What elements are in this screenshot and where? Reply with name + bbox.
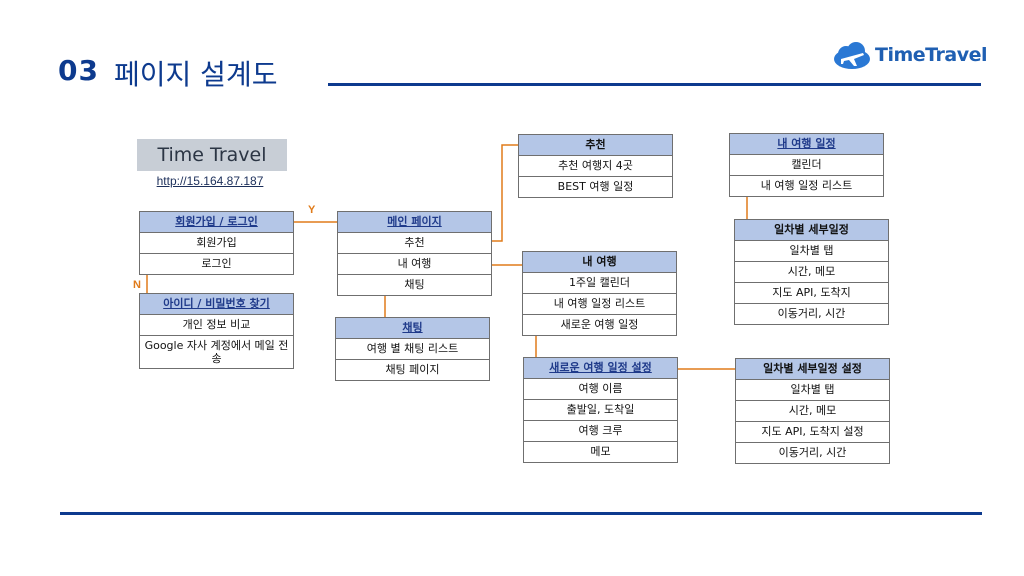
no-label: N [133, 279, 141, 291]
site-name-box: Time Travel [137, 139, 287, 171]
new-trip-setting-box: 새로운 여행 일정 설정 여행 이름 출발일, 도착일 여행 크루 메모 [523, 357, 678, 463]
new-trip-setting-box-header[interactable]: 새로운 여행 일정 설정 [524, 358, 677, 379]
my-trip-box-row: 내 여행 일정 리스트 [523, 294, 676, 315]
daily-setting-box-header[interactable]: 일차별 세부일정 설정 [736, 359, 889, 380]
main-page-box: 메인 페이지 추천 내 여행 채팅 [337, 211, 492, 296]
find-id-box-row: 개인 정보 비교 [140, 315, 293, 336]
new-trip-setting-box-row: 여행 이름 [524, 379, 677, 400]
daily-setting-box-row: 일차별 탭 [736, 380, 889, 401]
find-id-box-header[interactable]: 아이디 / 비밀번호 찾기 [140, 294, 293, 315]
login-box-row: 회원가입 [140, 233, 293, 254]
daily-detail-box-header[interactable]: 일차별 세부일정 [735, 220, 888, 241]
my-schedule-box-header[interactable]: 내 여행 일정 [730, 134, 883, 155]
main-page-box-row: 추천 [338, 233, 491, 254]
login-box-header[interactable]: 회원가입 / 로그인 [140, 212, 293, 233]
find-id-box: 아이디 / 비밀번호 찾기 개인 정보 비교 Google 자사 계정에서 메일… [139, 293, 294, 369]
my-trip-box-row: 새로운 여행 일정 [560, 318, 639, 331]
daily-setting-box-row: 이동거리, 시간 [778, 446, 847, 459]
site-url-link[interactable]: http://15.164.87.187 [156, 174, 264, 188]
chat-box-row: 여행 별 채팅 리스트 [336, 339, 489, 360]
my-schedule-box-row: 내 여행 일정 리스트 [760, 179, 853, 192]
daily-setting-box-row: 지도 API, 도착지 설정 [736, 422, 889, 443]
slide-title: 페이지 설계도 [114, 58, 278, 91]
yes-label: Y [308, 204, 316, 216]
my-trip-box-row: 1주일 캘린더 [523, 273, 676, 294]
daily-detail-box: 일차별 세부일정 일차별 탭 시간, 메모 지도 API, 도착지 이동거리, … [734, 219, 889, 325]
title-underline [328, 83, 981, 86]
recommend-box-header[interactable]: 추천 [519, 135, 672, 156]
airplane-cloud-icon [834, 42, 870, 69]
main-page-box-header[interactable]: 메인 페이지 [338, 212, 491, 233]
find-id-box-row: Google 자사 계정에서 메일 전송 [144, 339, 289, 365]
my-schedule-box: 내 여행 일정 캘린더 내 여행 일정 리스트 [729, 133, 884, 197]
chat-box: 채팅 여행 별 채팅 리스트 채팅 페이지 [335, 317, 490, 381]
recommend-box-row: BEST 여행 일정 [557, 180, 634, 193]
daily-setting-box: 일차별 세부일정 설정 일차별 탭 시간, 메모 지도 API, 도착지 설정 … [735, 358, 890, 464]
main-page-box-row: 내 여행 [338, 254, 491, 275]
daily-setting-box-row: 시간, 메모 [736, 401, 889, 422]
slide-number: 03 [58, 54, 99, 87]
login-box-row: 로그인 [201, 257, 232, 270]
recommend-box-row: 추천 여행지 4곳 [519, 156, 672, 177]
daily-detail-box-row: 지도 API, 도착지 [735, 283, 888, 304]
new-trip-setting-box-row: 출발일, 도착일 [524, 400, 677, 421]
logo: TimeTravel [832, 39, 988, 71]
chat-box-header[interactable]: 채팅 [336, 318, 489, 339]
my-trip-box: 내 여행 1주일 캘린더 내 여행 일정 리스트 새로운 여행 일정 [522, 251, 677, 336]
my-trip-box-header[interactable]: 내 여행 [523, 252, 676, 273]
my-schedule-box-row: 캘린더 [730, 155, 883, 176]
chat-box-row: 채팅 페이지 [385, 363, 440, 376]
new-trip-setting-box-row: 메모 [590, 445, 611, 458]
recommend-box: 추천 추천 여행지 4곳 BEST 여행 일정 [518, 134, 673, 198]
new-trip-setting-box-row: 여행 크루 [524, 421, 677, 442]
daily-detail-box-row: 일차별 탭 [735, 241, 888, 262]
daily-detail-box-row: 시간, 메모 [735, 262, 888, 283]
daily-detail-box-row: 이동거리, 시간 [777, 307, 846, 320]
login-box: 회원가입 / 로그인 회원가입 로그인 [139, 211, 294, 275]
main-page-box-row: 채팅 [404, 278, 425, 291]
logo-text: TimeTravel [875, 44, 988, 66]
footer-rule [60, 512, 982, 515]
